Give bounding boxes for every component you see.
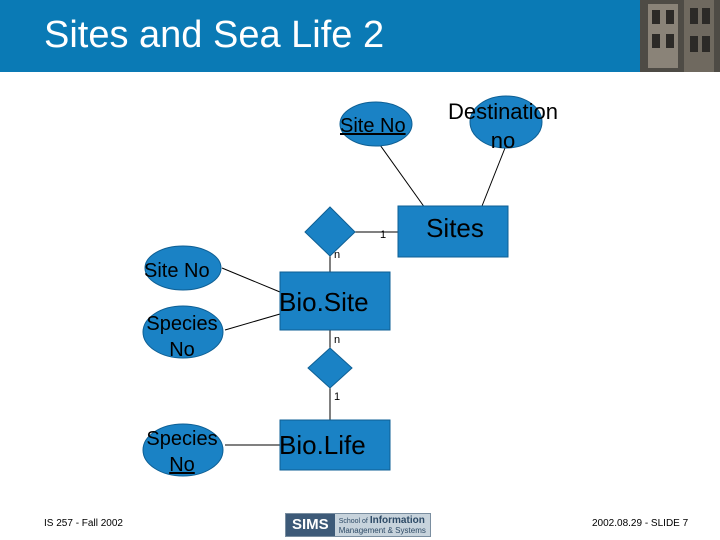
attribute-destination-label-1: Destination <box>448 99 558 124</box>
connector-siteno-biosite <box>221 267 281 293</box>
sims-logo: SIMS School of Information Management & … <box>285 513 431 537</box>
footer-course: IS 257 - Fall 2002 <box>44 518 123 529</box>
attribute-species-no-bottom-label-1: Species <box>146 428 217 450</box>
connector-destination-sites <box>481 147 506 207</box>
attribute-site-no-left-label: Site No <box>144 260 210 282</box>
footer-slide-number: 2002.08.29 - SLIDE 7 <box>592 518 689 529</box>
entity-bio-site <box>279 271 391 331</box>
attribute-site-no-top-label: Site No <box>340 115 406 137</box>
entity-sites-label: Sites <box>426 213 484 243</box>
attribute-species-no-bottom <box>142 423 224 477</box>
attribute-species-no-mid-label-2: No <box>169 339 195 361</box>
attribute-destination-no <box>469 95 543 149</box>
connector-speciesno-biosite <box>224 313 281 331</box>
sims-logo-mark: SIMS <box>286 514 335 536</box>
cardinality-rel2-biolife: 1 <box>334 391 340 403</box>
attribute-site-no-left <box>144 245 222 291</box>
attribute-species-no-bottom-label-2: No <box>169 454 195 476</box>
attribute-destination-label-2: no <box>491 128 515 153</box>
relationship-biosite-biolife <box>307 347 353 389</box>
entity-bio-site-label: Bio.Site <box>279 287 369 317</box>
title-bar: Sites and Sea Life 2 <box>0 0 720 72</box>
entity-sites <box>397 205 509 258</box>
building-photo <box>640 0 720 72</box>
attribute-species-no-mid <box>142 305 224 359</box>
slide-title: Sites and Sea Life 2 <box>44 14 385 56</box>
relationship-sites-biosite <box>304 206 356 257</box>
attribute-site-no-top <box>339 101 413 147</box>
cardinality-rel1-biosite: n <box>334 249 340 261</box>
entity-bio-life-label: Bio.Life <box>279 430 366 460</box>
entity-bio-life <box>279 419 391 471</box>
cardinality-rel2-biosite: n <box>334 334 340 346</box>
sims-logo-text: School of Information Management & Syste… <box>338 514 426 535</box>
attribute-species-no-mid-label-1: Species <box>146 313 217 335</box>
connector-siteno-sites <box>374 137 426 209</box>
cardinality-rel1-sites: 1 <box>380 229 386 241</box>
